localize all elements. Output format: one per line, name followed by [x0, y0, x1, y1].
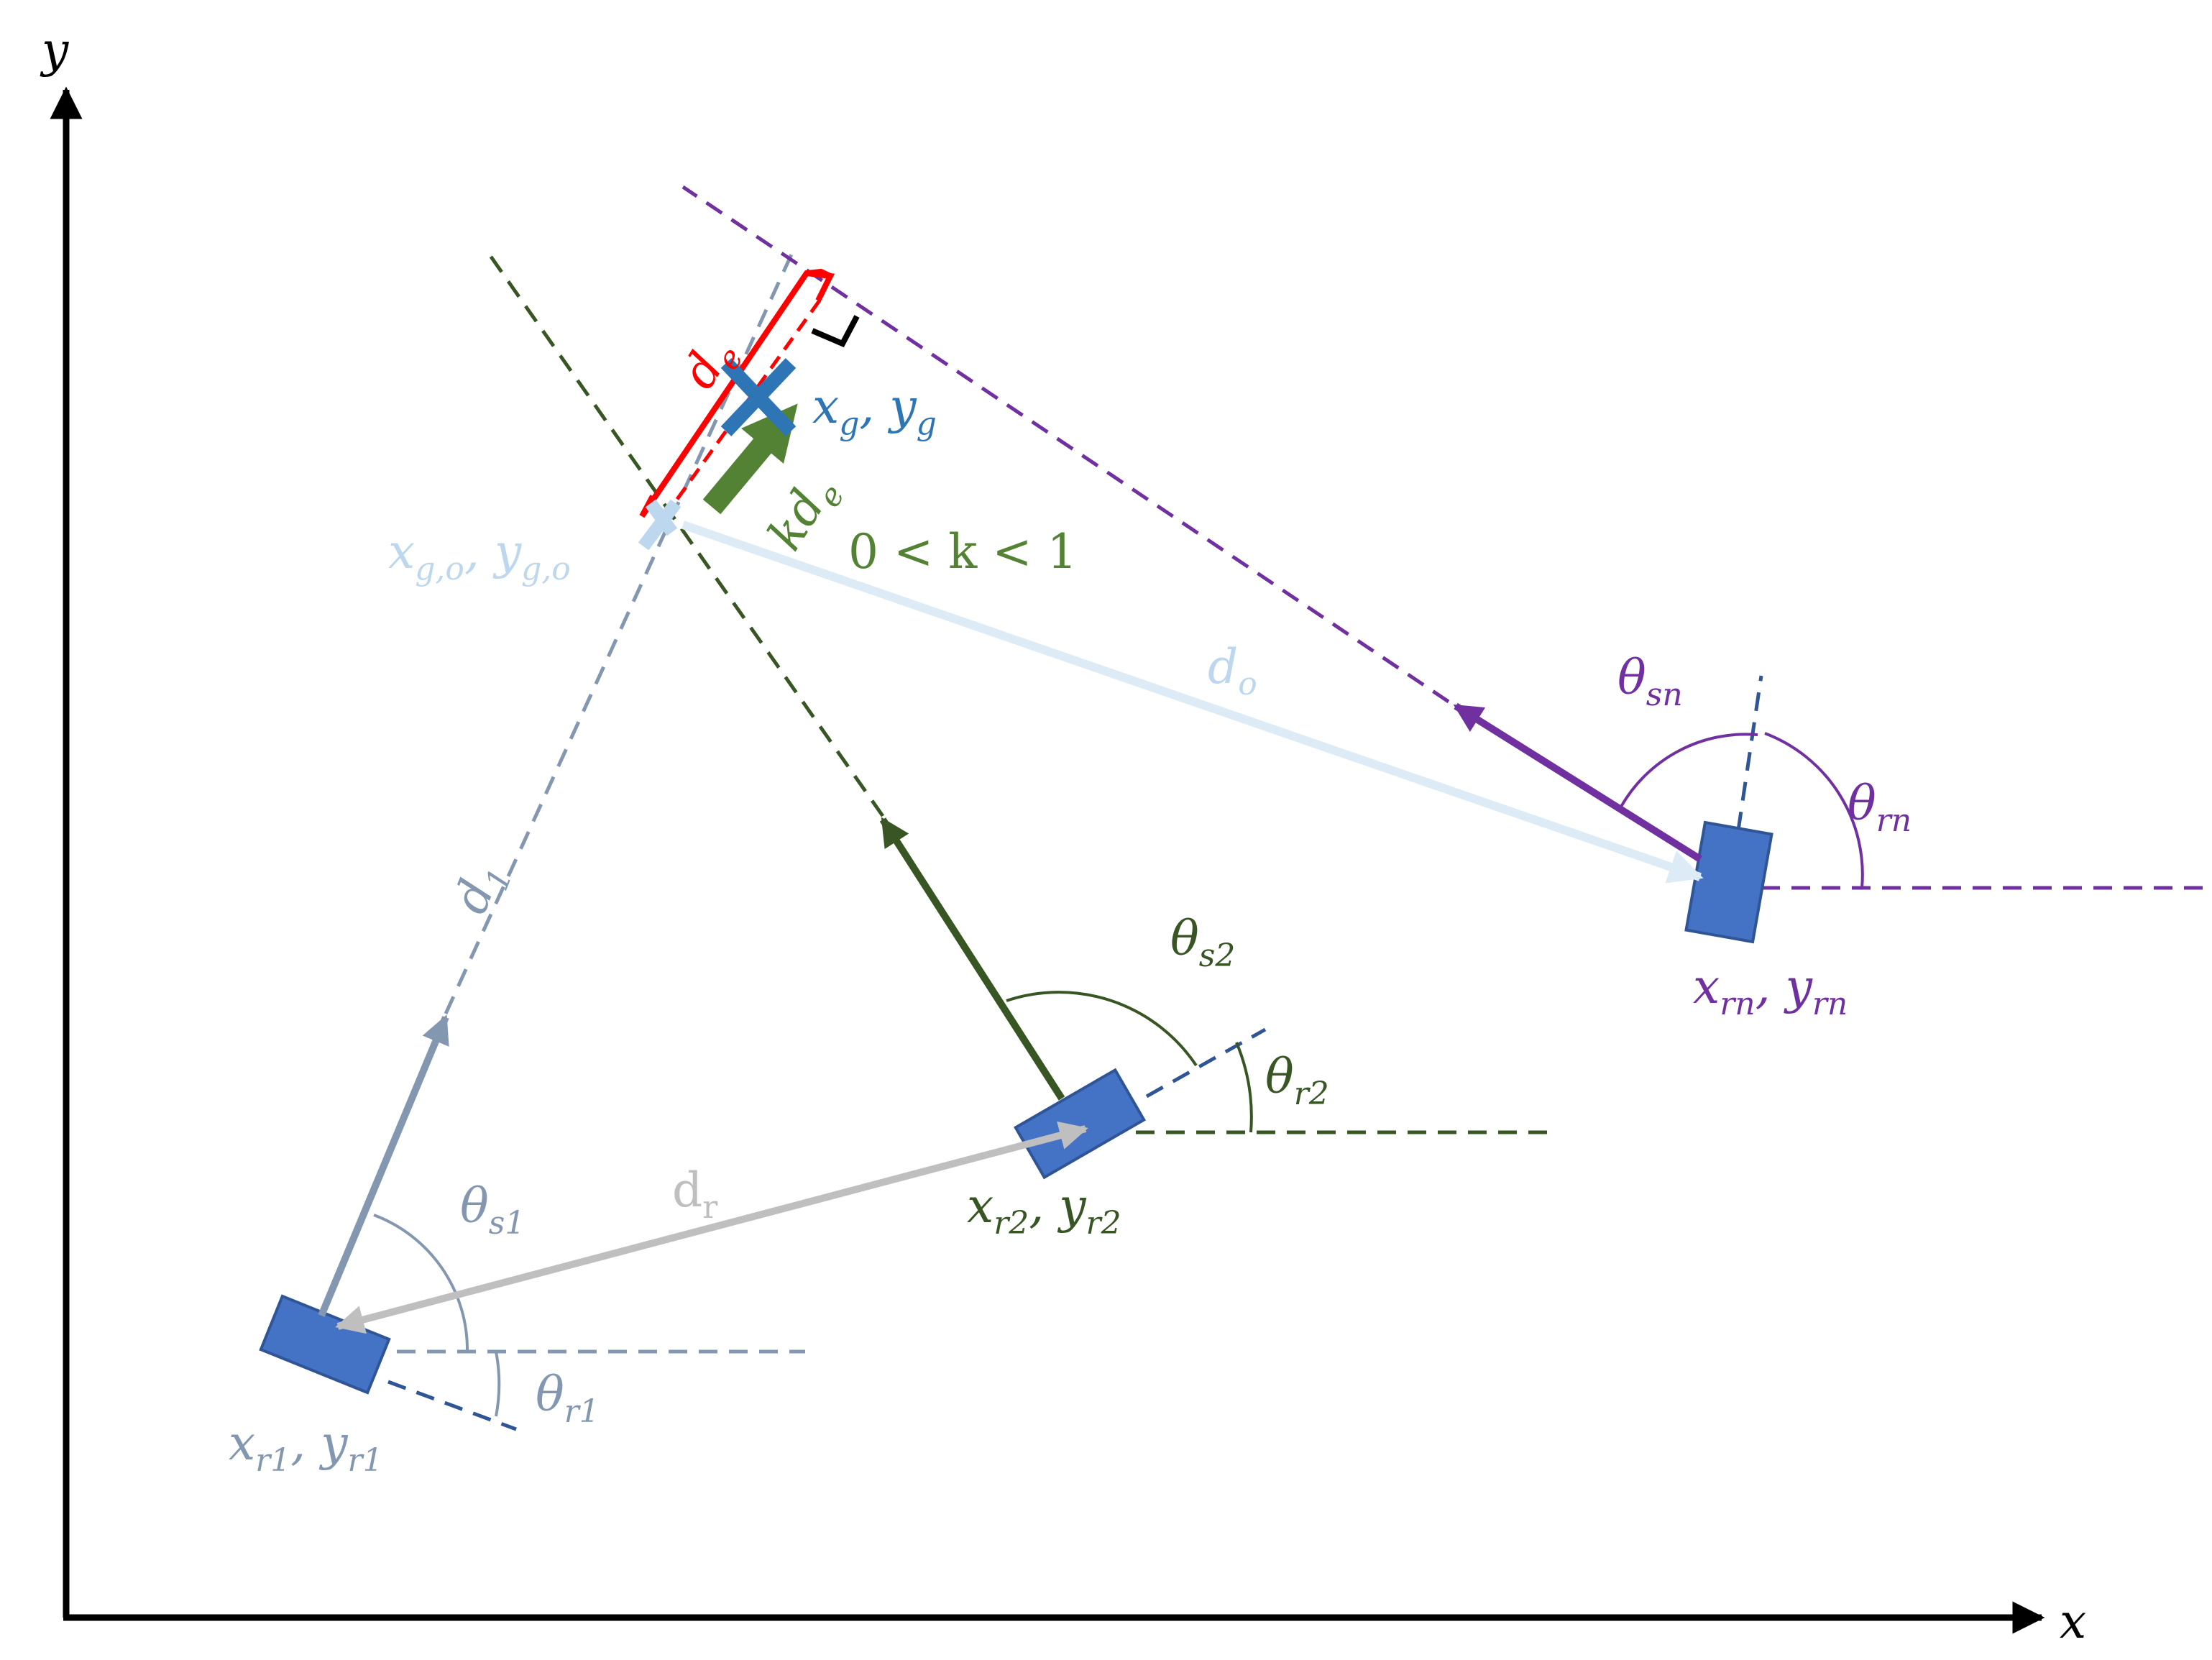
- theta-sn-arc: [1620, 733, 1758, 807]
- goal-cross-marker: [720, 358, 797, 436]
- theta-rn-label: θrn: [1848, 776, 1912, 839]
- d-o-arrow: [682, 521, 1704, 884]
- axes: y x: [40, 22, 2086, 1649]
- robot2-position-label: xr2, yr2: [967, 1178, 1121, 1242]
- robot2-heading-ray: [485, 250, 885, 817]
- theta-s2-arc: [1006, 991, 1198, 1067]
- d-r-label: dr: [672, 1163, 718, 1226]
- goal-original-marker: [638, 499, 682, 551]
- theta-s1-label: θs1: [460, 1178, 525, 1242]
- robotn-position-label: xrn, yrn: [1693, 959, 1848, 1022]
- robot2-orientation-line: [1145, 1027, 1267, 1099]
- kd-e-label: kde: [757, 464, 852, 564]
- robot1-heading-arrow: [318, 1014, 449, 1317]
- theta-r1-arc: [495, 1351, 501, 1417]
- theta-s2-label: θs2: [1170, 911, 1235, 974]
- robotn-heading-ray: [682, 185, 1450, 704]
- theta-r2-arc: [1235, 1042, 1253, 1133]
- d-e-label: de: [671, 327, 751, 403]
- theta-r1-label: θr1: [536, 1367, 600, 1430]
- d-o-label: do: [1208, 639, 1257, 702]
- d-r-arrow: [335, 1121, 1088, 1334]
- robotn-orientation-line: [1736, 675, 1763, 831]
- y-axis-label: y: [40, 22, 69, 78]
- goal-markers: [638, 358, 797, 551]
- robotn-heading-arrow: [1453, 702, 1702, 863]
- goal-position-label: xg, yg: [812, 379, 937, 442]
- arrows: [318, 403, 1704, 1334]
- de-bracket-top: [806, 270, 835, 302]
- k-range-label: 0 < k < 1: [848, 524, 1078, 579]
- goal-original-position-label: xg,o, yg,o: [388, 524, 571, 587]
- robot2-heading-arrow: [879, 817, 1065, 1101]
- de-bracket-group: [639, 268, 860, 523]
- kd-e-arrow: [702, 403, 798, 515]
- theta-r2-label: θr2: [1265, 1049, 1329, 1112]
- theta-s1-arc: [373, 1214, 469, 1352]
- labels: xr1, yr1 xr2, yr2 xrn, yrn xg, yg xg,o, …: [229, 327, 1912, 1479]
- robot-r2: [1013, 1068, 1147, 1180]
- right-angle-marker: [811, 315, 860, 348]
- robot1-position-label: xr1, yr1: [229, 1416, 383, 1479]
- d1-label: d1: [442, 853, 520, 924]
- x-axis-label: x: [2060, 1594, 2086, 1649]
- robot-rn: [1684, 820, 1773, 944]
- theta-rn-arc: [1764, 732, 1864, 889]
- theta-sn-label: θsn: [1617, 650, 1683, 713]
- robot1-orientation-line: [387, 1380, 517, 1431]
